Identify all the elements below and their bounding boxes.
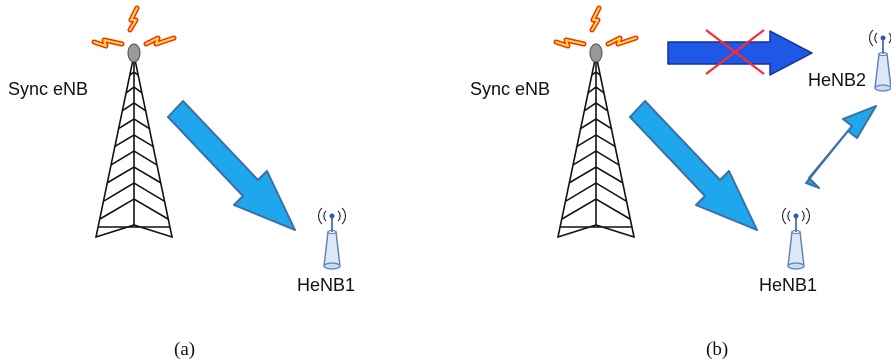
tower-icon	[557, 43, 635, 238]
henb-icon	[868, 29, 891, 92]
henb1-label: HeNB1	[297, 275, 355, 295]
panel-a: Sync eNB HeNB1 (a)	[8, 8, 355, 360]
lightning-icon	[556, 8, 636, 46]
sync-enb-label: Sync eNB	[8, 79, 88, 99]
relay-arrow	[805, 105, 877, 189]
sync-enb-label: Sync eNB	[470, 79, 550, 99]
henb2-label: HeNB2	[808, 70, 866, 90]
henb-icon	[317, 207, 347, 270]
henb-icon	[781, 207, 811, 270]
henb1-label: HeNB1	[759, 275, 817, 295]
signal-arrow	[167, 100, 296, 231]
tower-icon	[95, 43, 173, 238]
lightning-icon	[94, 8, 174, 46]
cross-mark	[705, 29, 765, 75]
blocked-arrow	[667, 30, 813, 76]
panel-b: Sync eNB HeNB1 HeNB2 (b)	[470, 8, 891, 360]
caption-b: (b)	[706, 339, 728, 360]
signal-arrow	[629, 100, 758, 231]
caption-a: (a)	[174, 339, 195, 360]
